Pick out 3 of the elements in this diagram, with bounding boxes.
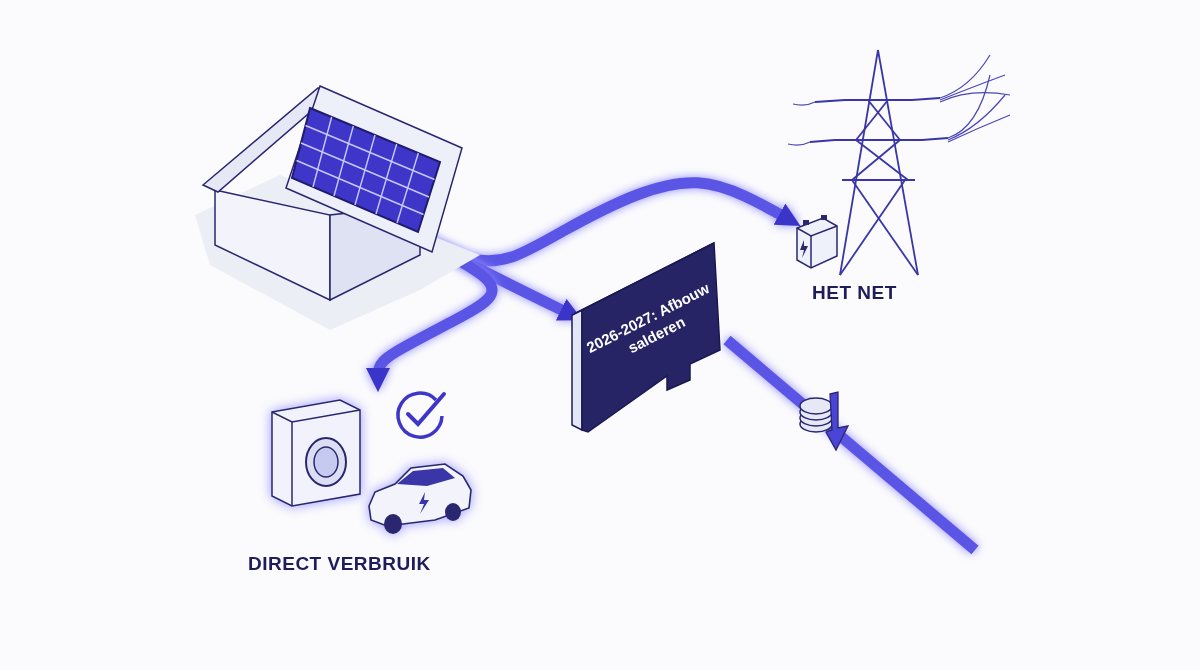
energy-flow-pipe — [723, 335, 979, 555]
grid-label: HET NET — [812, 282, 897, 304]
direct-use-label: DIRECT VERBRUIK — [248, 553, 431, 575]
